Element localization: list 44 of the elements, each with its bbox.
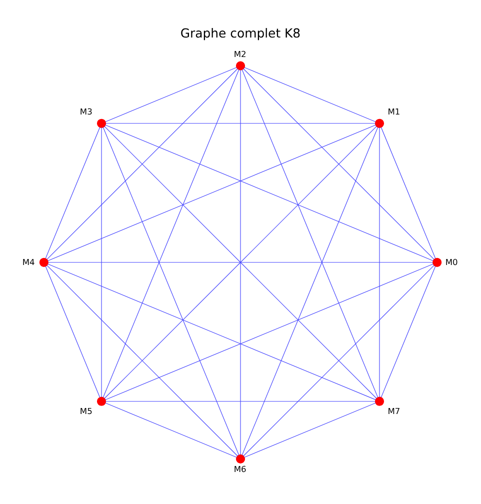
connector (105, 67, 237, 122)
connector (240, 70, 241, 455)
node-label: M4 (22, 256, 35, 267)
connector (243, 68, 434, 260)
connector (242, 69, 378, 398)
connector (105, 264, 434, 400)
connector (105, 402, 237, 458)
connector (380, 127, 436, 259)
connector (48, 124, 376, 262)
node-circle (432, 258, 442, 267)
connector (379, 127, 380, 398)
node-circle (96, 396, 106, 406)
connector (102, 127, 240, 456)
node-circle (236, 454, 246, 464)
connector (244, 402, 376, 458)
node-circle (374, 396, 384, 406)
connector (244, 67, 376, 122)
node-circle (236, 61, 246, 70)
connector (46, 68, 238, 260)
connector (45, 266, 100, 398)
connector (101, 127, 102, 398)
node-label: M0 (445, 256, 458, 267)
connector (106, 123, 376, 124)
diagram-title: Graphe complet K8 (180, 26, 301, 41)
node-label: M6 (234, 464, 246, 474)
connector (380, 266, 436, 398)
node-label: M7 (388, 406, 400, 416)
node-label: M1 (388, 106, 400, 117)
node-label: M3 (80, 106, 92, 117)
connector (243, 265, 434, 456)
node-circle (374, 118, 384, 128)
connector (45, 127, 100, 259)
connector (105, 401, 376, 402)
node-label: M2 (234, 49, 246, 60)
node-circle (39, 258, 48, 267)
connector (104, 126, 377, 399)
node-label: M5 (80, 406, 92, 416)
connector (48, 264, 376, 400)
connector (48, 262, 433, 263)
connector (102, 69, 240, 398)
node-circle (96, 118, 106, 128)
connector (242, 127, 378, 456)
connector (46, 265, 238, 456)
connector (105, 124, 434, 262)
